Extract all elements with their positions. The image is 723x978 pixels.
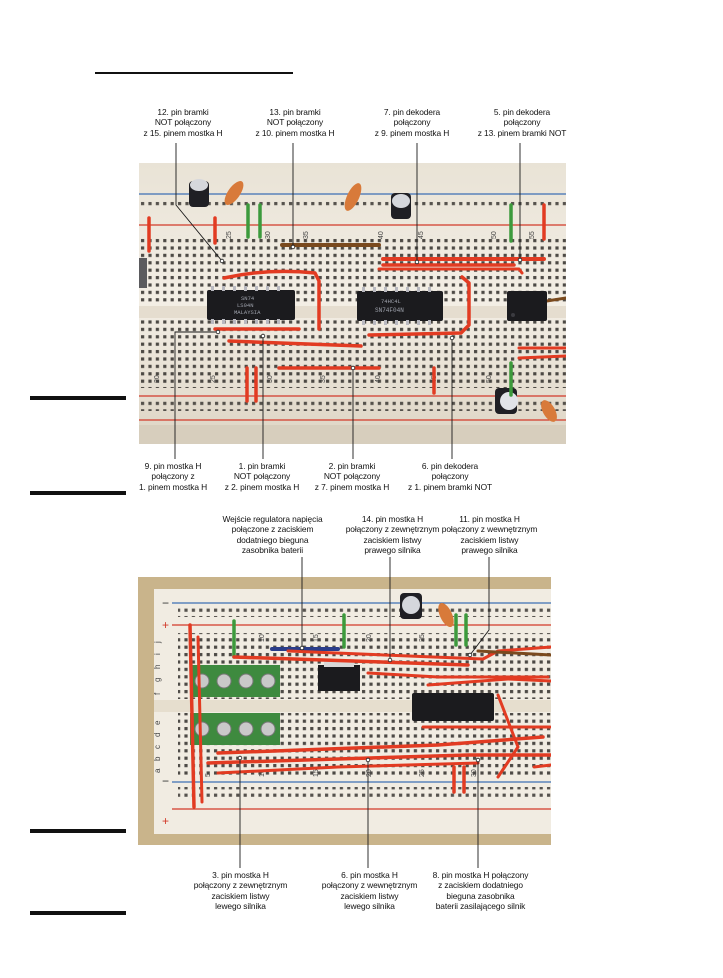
margin-bar xyxy=(30,911,126,915)
chip-right xyxy=(507,291,547,321)
jumper-wires xyxy=(188,613,551,809)
breadboard-bottom-svg: − + − + j i h g f e d c b a 10 15 20 25 … xyxy=(138,577,551,845)
svg-text:c: c xyxy=(153,745,162,749)
row-letters: j i h g f e d c b a xyxy=(153,641,162,773)
svg-text:g: g xyxy=(153,678,162,682)
svg-text:40: 40 xyxy=(375,375,382,383)
electrolytic-capacitor xyxy=(400,593,422,619)
svg-text:25: 25 xyxy=(210,375,217,383)
svg-text:25: 25 xyxy=(226,231,233,239)
svg-text:10: 10 xyxy=(259,769,266,777)
callout-bottom-4: 6. pin dekodera połączony z 1. pinem bra… xyxy=(408,461,492,492)
svg-text:a: a xyxy=(153,768,162,773)
svg-text:SN74: SN74 xyxy=(241,295,255,302)
svg-text:30: 30 xyxy=(265,231,272,239)
electrolytic-capacitor xyxy=(391,193,411,219)
callout-bottom-3: 8. pin mostka H połączony z zaciskiem do… xyxy=(432,870,529,912)
callout-top-1: 12. pin bramki NOT połączony z 15. pinem… xyxy=(143,107,223,138)
svg-text:30: 30 xyxy=(267,375,274,383)
column-numbers-bottom: 5 10 15 20 25 30 xyxy=(205,769,478,777)
svg-text:50: 50 xyxy=(486,375,493,383)
terminal-block-left-motor xyxy=(190,713,280,745)
svg-text:e: e xyxy=(153,720,162,725)
svg-text:−: − xyxy=(162,596,169,610)
svg-text:20: 20 xyxy=(366,769,373,777)
svg-text:35: 35 xyxy=(303,231,310,239)
breadboard-photo-bottom: − + − + j i h g f e d c b a 10 15 20 25 … xyxy=(138,577,551,845)
jumper-wires xyxy=(213,243,566,370)
svg-text:h: h xyxy=(153,665,162,669)
chip-h-bridge xyxy=(412,693,494,721)
terminal-block-right-motor xyxy=(190,665,280,697)
svg-text:15: 15 xyxy=(313,769,320,777)
voltage-regulator xyxy=(318,659,360,691)
svg-text:25: 25 xyxy=(419,634,426,642)
rail-signs: − + − + xyxy=(162,596,169,828)
callout-top-2: 13. pin bramki NOT połączony z 10. pinem… xyxy=(255,107,335,138)
callout-bottom-2: 6. pin mostka H połączony z wewnętrznym … xyxy=(321,870,418,912)
callout-bottom-1: 9. pin mostka H połączony z 1. pinem mos… xyxy=(138,461,208,492)
svg-text:50: 50 xyxy=(491,231,498,239)
ceramic-capacitor xyxy=(438,602,454,628)
svg-text:LS04N: LS04N xyxy=(237,302,254,309)
column-numbers-top: 25 30 35 40 45 50 55 xyxy=(226,231,536,239)
svg-text:45: 45 xyxy=(418,231,425,239)
column-numbers-top: 10 15 20 25 xyxy=(259,634,426,642)
ceramic-capacitor xyxy=(344,183,362,211)
ceramic-capacitor xyxy=(541,400,557,422)
breadboard-top-svg: 25 30 35 40 45 50 55 20 25 30 35 40 45 5… xyxy=(139,163,566,444)
callout-top-3: 7. pin dekodera połączony z 9. pinem mos… xyxy=(374,107,450,138)
svg-text:j: j xyxy=(153,641,162,644)
svg-text:5: 5 xyxy=(205,773,212,777)
svg-text:30: 30 xyxy=(471,769,478,777)
svg-text:b: b xyxy=(153,756,162,761)
svg-text:MALAYSIA: MALAYSIA xyxy=(234,309,261,316)
margin-bar xyxy=(30,396,126,400)
svg-text:+: + xyxy=(162,618,169,632)
svg-text:25: 25 xyxy=(419,769,426,777)
callout-bottom-1: 3. pin mostka H połączony z zewnętrznym … xyxy=(193,870,288,912)
svg-text:35: 35 xyxy=(320,375,327,383)
board-clip xyxy=(139,258,147,288)
svg-text:+: + xyxy=(162,814,169,828)
electrolytic-capacitor xyxy=(495,388,518,414)
svg-text:i: i xyxy=(153,653,162,655)
svg-text:20: 20 xyxy=(366,634,373,642)
callout-top-3: 11. pin mostka H połączony z wewnętrznym… xyxy=(441,514,538,556)
svg-text:15: 15 xyxy=(313,634,320,642)
svg-text:40: 40 xyxy=(378,231,385,239)
svg-text:10: 10 xyxy=(259,634,266,642)
margin-bar xyxy=(30,829,126,833)
callout-bottom-3: 2. pin bramki NOT połączony z 7. pinem m… xyxy=(314,461,390,492)
callout-top-1: Wejście regulatora napięcia połączone z … xyxy=(222,514,323,556)
margin-bar xyxy=(30,491,126,495)
svg-text:20: 20 xyxy=(154,375,161,383)
svg-text:f: f xyxy=(153,692,162,695)
svg-text:−: − xyxy=(162,774,169,788)
callout-top-4: 5. pin dekodera połączony z 13. pinem br… xyxy=(477,107,567,138)
callout-bottom-2: 1. pin bramki NOT połączony z 2. pinem m… xyxy=(224,461,300,492)
chip-decoder: 74HC4L SN74F04N xyxy=(357,287,443,325)
ceramic-capacitor xyxy=(224,181,244,205)
callout-top-2: 14. pin mostka H połączony z zewnętrznym… xyxy=(345,514,440,556)
svg-text:55: 55 xyxy=(529,231,536,239)
svg-text:SN74F04N: SN74F04N xyxy=(375,307,404,314)
breadboard-photo-top: 25 30 35 40 45 50 55 20 25 30 35 40 45 5… xyxy=(139,163,566,444)
svg-text:74HC4L: 74HC4L xyxy=(381,298,401,305)
header-rule xyxy=(95,72,293,74)
svg-text:d: d xyxy=(153,733,162,737)
electrolytic-capacitor xyxy=(189,179,209,207)
chip-not-gate: SN74 LS04N MALAYSIA xyxy=(207,286,295,324)
